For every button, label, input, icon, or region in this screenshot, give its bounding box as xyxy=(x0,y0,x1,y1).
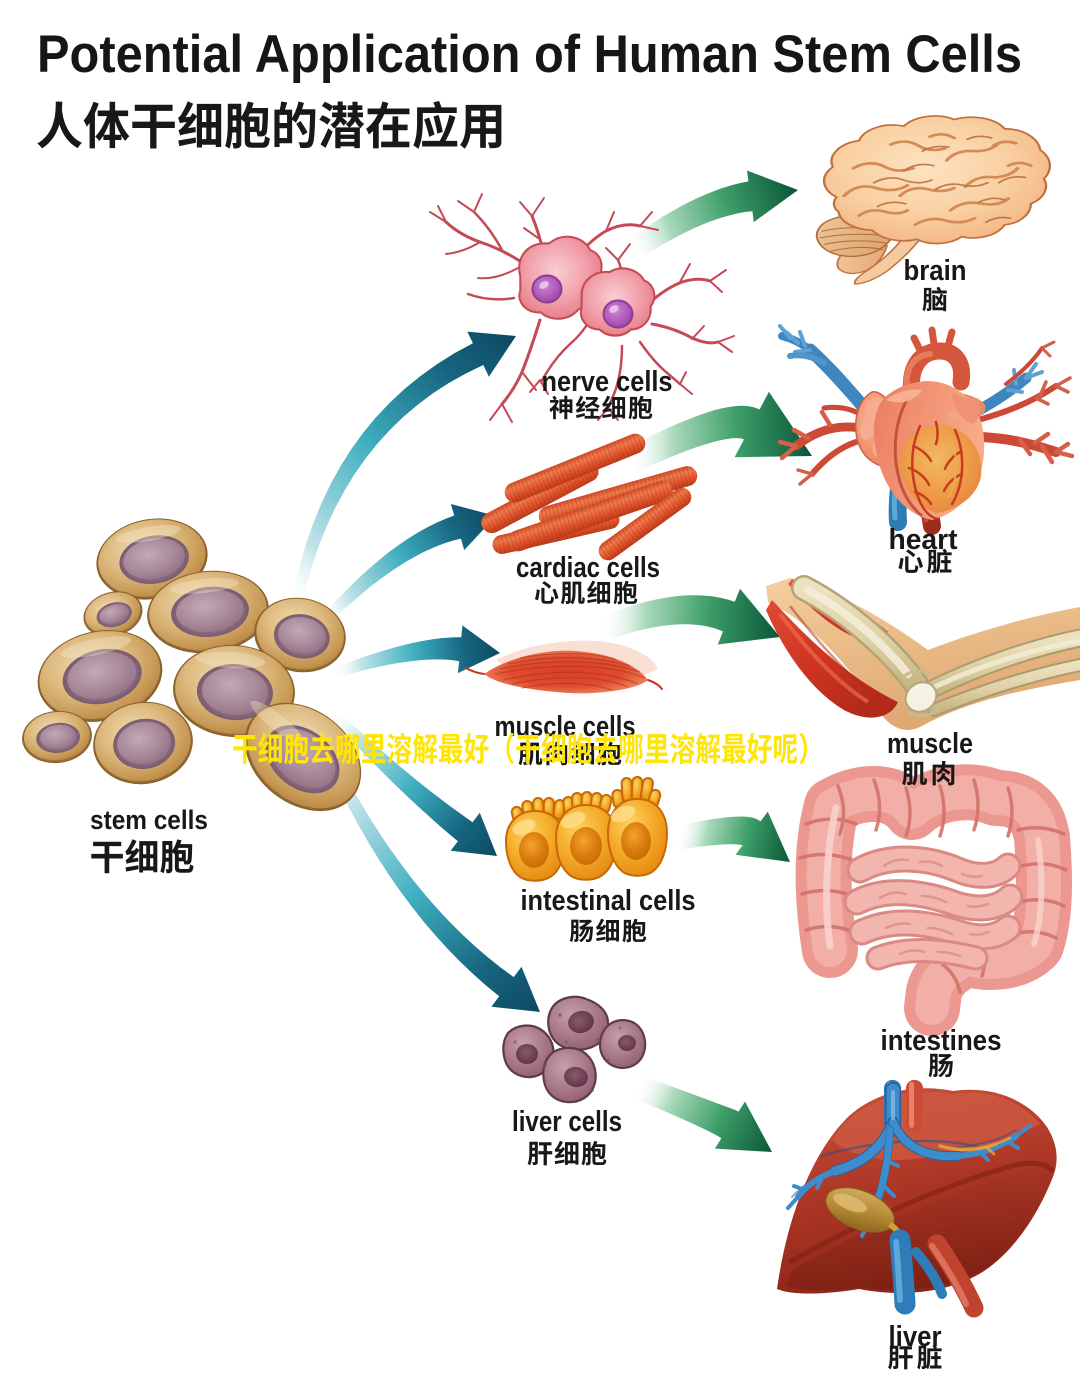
svg-text:muscle: muscle xyxy=(887,728,973,760)
svg-text:intestines: intestines xyxy=(881,1025,1002,1057)
svg-text:nerve cells: nerve cells xyxy=(542,366,673,398)
svg-text:liver cells: liver cells xyxy=(512,1106,622,1138)
svg-text:cardiac cells: cardiac cells xyxy=(516,552,660,584)
svg-text:Potential Application of Human: Potential Application of Human Stem Cell… xyxy=(37,25,1022,84)
svg-text:heart: heart xyxy=(889,524,958,556)
svg-text:stem cells: stem cells xyxy=(90,805,208,835)
svg-text:brain: brain xyxy=(904,255,967,287)
svg-text:intestinal cells: intestinal cells xyxy=(521,885,696,917)
